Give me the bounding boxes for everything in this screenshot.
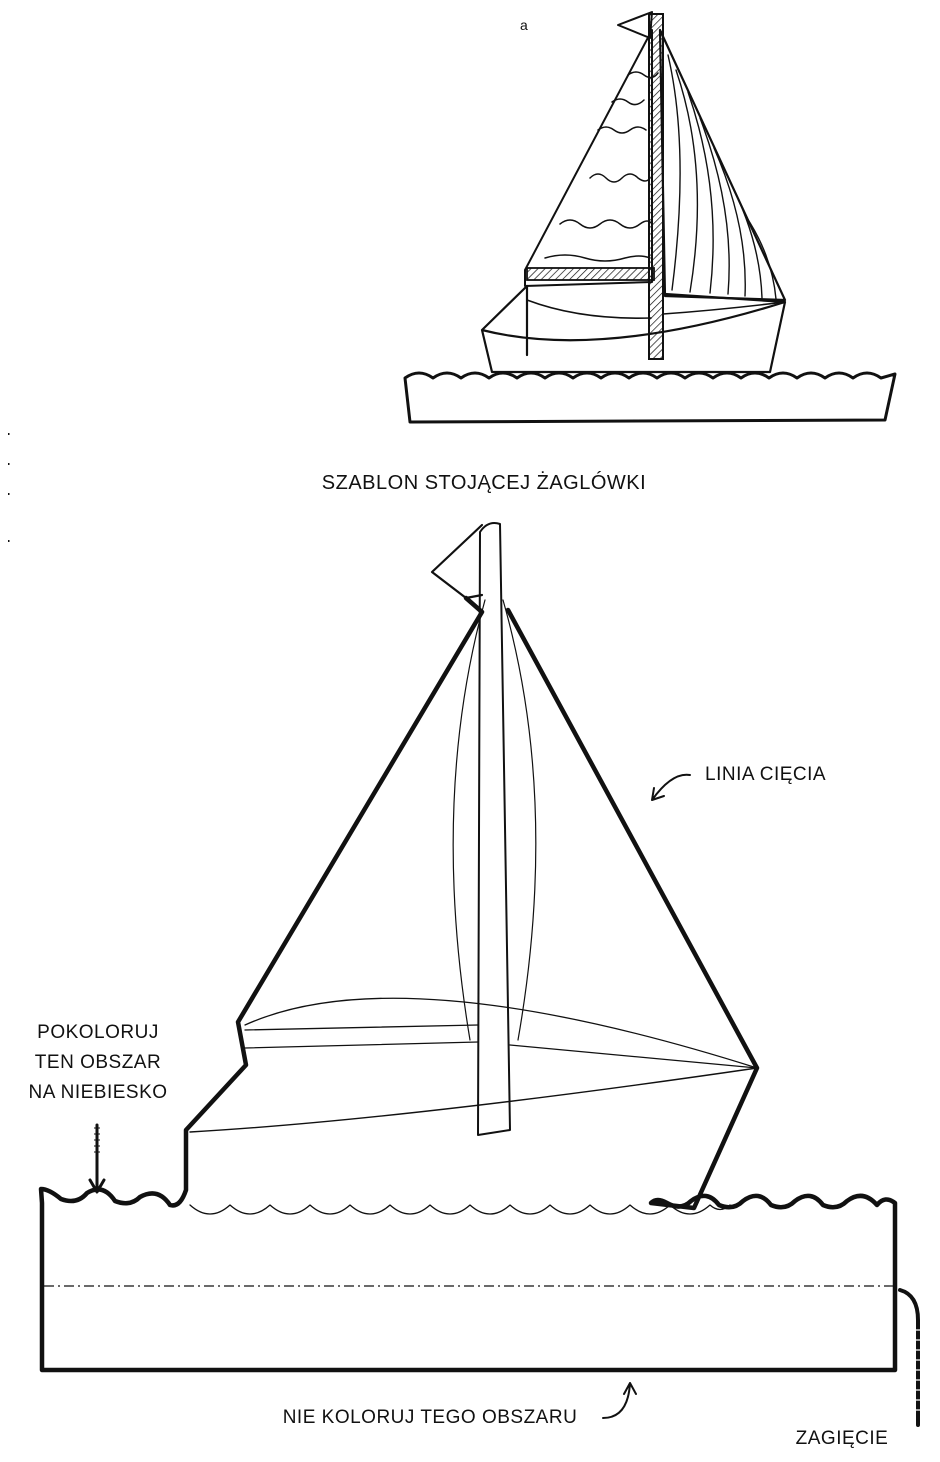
fold-arrow-texture bbox=[915, 1329, 921, 1411]
small-mast bbox=[648, 13, 664, 360]
boom-lower-lines bbox=[244, 1024, 758, 1069]
small-right-sail-stripes bbox=[667, 54, 777, 300]
color-blue-arrow-texture bbox=[94, 1127, 100, 1153]
do-not-color-callout: NIE KOLORUJ TEGO OBSZARU bbox=[283, 1382, 637, 1428]
fold-label: ZAGIĘCIE bbox=[796, 1428, 889, 1449]
color-blue-label-line-1: POKOLORUJ bbox=[37, 1022, 159, 1043]
small-right-sail bbox=[658, 28, 787, 302]
color-blue-label-line-3: NA NIEBIESKO bbox=[28, 1082, 167, 1103]
scan-margin-marks bbox=[8, 433, 10, 542]
small-water-band bbox=[403, 371, 897, 424]
color-blue-label-line-2: TEN OBSZAR bbox=[35, 1052, 161, 1073]
template-title: SZABLON STOJĄCEJ ŻAGLÓWKI bbox=[322, 471, 646, 494]
small-deck-curve bbox=[526, 299, 786, 319]
sail-inner-curve-right bbox=[502, 599, 537, 1041]
do-not-color-label: NIE KOLORUJ TEGO OBSZARU bbox=[283, 1407, 578, 1428]
color-blue-arrow bbox=[88, 1123, 106, 1194]
fold-callout: ZAGIĘCIE bbox=[796, 1288, 921, 1449]
sailboat-cutout-template bbox=[38, 522, 898, 1373]
do-not-color-arrow bbox=[602, 1382, 637, 1419]
finished-sailboat-illustration: a bbox=[403, 11, 897, 424]
cut-line-callout: LINIA CIĘCIA bbox=[651, 764, 826, 801]
cut-line-label: LINIA CIĘCIA bbox=[705, 764, 826, 785]
sail-inner-curve-left bbox=[452, 599, 486, 1041]
cutout-mast bbox=[477, 522, 511, 1136]
small-left-sail bbox=[524, 29, 653, 287]
cutout-flag bbox=[430, 523, 484, 600]
small-left-sail-waves bbox=[544, 71, 659, 262]
small-boom bbox=[526, 267, 655, 281]
cut-line-arrow bbox=[651, 773, 691, 801]
cut-line-outline bbox=[38, 595, 898, 1373]
hull-deck-line bbox=[189, 1067, 758, 1133]
color-blue-callout: POKOLORUJ TEN OBSZAR NA NIEBIESKO bbox=[28, 1022, 167, 1194]
small-flag bbox=[617, 11, 653, 39]
hull-waterline-waves bbox=[189, 1204, 731, 1215]
boom-top-curve bbox=[244, 997, 758, 1069]
small-hull bbox=[480, 284, 787, 374]
fold-arrow bbox=[898, 1288, 920, 1427]
corner-mark: a bbox=[520, 17, 528, 33]
